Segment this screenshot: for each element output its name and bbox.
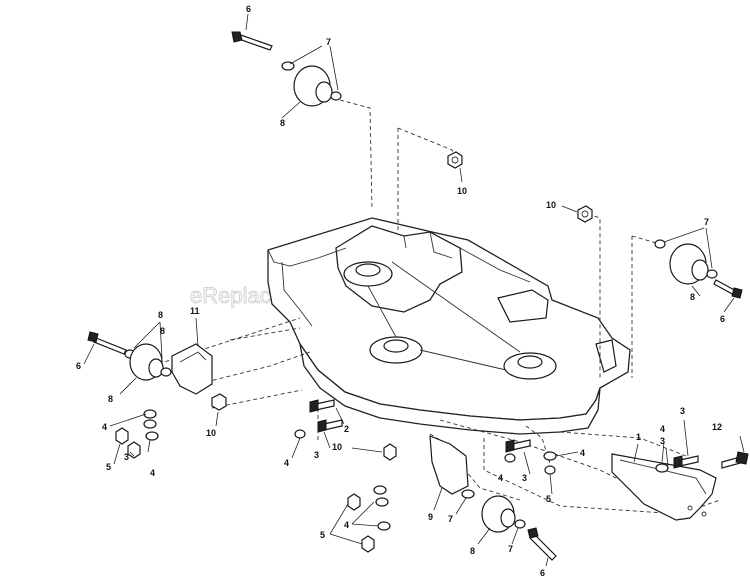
callout-11-left: 11 [190, 306, 200, 316]
top-caster-assembly [231, 13, 342, 119]
left-caster-assembly [83, 317, 227, 427]
bracket-9 [429, 435, 469, 495]
center-front-bolts [291, 399, 345, 459]
callout-5-right: 5 [546, 494, 551, 504]
baffle-1 [611, 453, 717, 521]
callout-3-right-a: 3 [522, 473, 527, 483]
callout-4-center: 4 [284, 458, 289, 468]
callout-10-right: 10 [546, 200, 556, 210]
callout-10-top: 10 [457, 186, 467, 196]
callout-5-front: 5 [320, 530, 325, 540]
callout-3-center: 3 [314, 450, 319, 460]
bracket-11 [171, 343, 213, 395]
right-front-hardware [504, 439, 579, 495]
callout-4-left-b: 4 [150, 468, 155, 478]
callout-labels: 6 7 8 10 10 7 8 6 8 8 11 6 8 10 4 3 5 4 … [76, 4, 725, 578]
front-left-hardware [329, 485, 391, 553]
callout-12-right: 12 [712, 422, 722, 432]
callout-4-right-b: 4 [660, 424, 665, 434]
callout-9-front: 9 [428, 512, 433, 522]
bolt-front [529, 533, 557, 561]
callout-3-right-c: 3 [660, 436, 665, 446]
callout-7-front-b: 7 [508, 544, 513, 554]
nut-left-10 [211, 393, 227, 411]
callout-1-right: 1 [636, 432, 641, 442]
callout-6-front: 6 [540, 568, 545, 578]
right-caster-assembly [654, 227, 743, 313]
callout-7-top: 7 [326, 37, 331, 47]
nut-top-center [447, 151, 463, 183]
callout-6-top: 6 [246, 4, 251, 14]
callout-3-left: 3 [124, 452, 129, 462]
callout-5-left: 5 [106, 462, 111, 472]
mower-deck [267, 217, 631, 435]
callout-8-left-a: 8 [158, 310, 163, 320]
callout-8-left-c: 8 [108, 394, 113, 404]
callout-4-left-a: 4 [102, 422, 107, 432]
callout-4-right-a: 4 [498, 473, 503, 483]
front-right-baffle [611, 419, 749, 521]
front-center-caster-assembly [351, 435, 557, 567]
callout-6-left: 6 [76, 361, 81, 371]
callout-2-center: 2 [344, 424, 349, 434]
callout-7-front-a: 7 [448, 514, 453, 524]
callout-6-right: 6 [720, 314, 725, 324]
callout-3-right-b: 3 [680, 406, 685, 416]
callout-10-left: 10 [206, 428, 216, 438]
callout-8-top: 8 [280, 118, 285, 128]
callout-7-right: 7 [704, 217, 709, 227]
left-hardware [109, 409, 159, 465]
callout-8-right: 8 [690, 292, 695, 302]
callout-4-right-c: 4 [580, 448, 585, 458]
nut-right [561, 205, 593, 223]
bolt-left [93, 337, 127, 355]
callout-10-center: 10 [332, 442, 342, 452]
callout-8-front: 8 [470, 546, 475, 556]
assembly-guide-lines [151, 99, 721, 515]
callout-4-front: 4 [344, 520, 349, 530]
callout-8-left-b: 8 [160, 326, 165, 336]
